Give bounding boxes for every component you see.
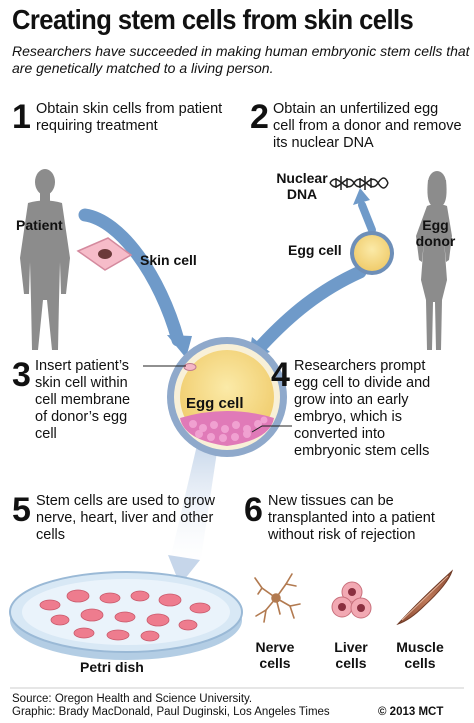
step-3-number: 3 <box>12 356 31 394</box>
liver-cells-shape <box>331 581 372 619</box>
patient-silhouette <box>20 169 70 350</box>
arrow-donor-to-egg <box>255 265 367 352</box>
arrow-egg-to-dna <box>358 201 376 234</box>
step-4-number: 4 <box>271 356 290 394</box>
step-1-number: 1 <box>12 98 31 136</box>
liver-cells-label: Liver cells <box>334 639 368 671</box>
nerve-cells-label: Nerve cells <box>255 639 295 671</box>
leader-step4 <box>251 425 292 433</box>
nerve-cell-shape <box>254 573 301 623</box>
step-3-text: Insert patient’s skin cell within cell m… <box>35 358 131 442</box>
step-2-text: Obtain an unfertilized egg cell from a d… <box>273 101 462 151</box>
step-2-number: 2 <box>250 98 269 136</box>
egg-cell-small-label: Egg cell <box>288 242 342 258</box>
egg-donor-label: Egg donor <box>415 217 456 249</box>
page-title: Creating stem cells from skin cells <box>12 4 414 35</box>
big-egg-cell <box>167 337 287 457</box>
footer-copyright: © 2013 MCT <box>378 706 444 718</box>
petri-dish-shape <box>9 571 243 660</box>
step-5-number: 5 <box>12 491 31 529</box>
footer-graphic: Graphic: Brady MacDonald, Paul Duginski,… <box>12 706 330 718</box>
patient-label: Patient <box>16 217 63 233</box>
donor-egg-cell <box>350 231 394 275</box>
step-1-text: Obtain skin cells from patient requiring… <box>36 101 223 134</box>
petri-dish-label: Petri dish <box>80 659 144 675</box>
subtitle: Researchers have succeeded in making hum… <box>12 43 470 76</box>
egg-donor-silhouette <box>416 171 452 350</box>
dna-helix-shape <box>329 176 389 190</box>
egg-cell-big-label: Egg cell <box>186 395 244 412</box>
nuclear-dna-label: Nuclear DNA <box>276 170 328 202</box>
skin-cell-label: Skin cell <box>140 252 197 268</box>
step-4-text: Researchers prompt egg cell to divide an… <box>294 358 431 459</box>
muscle-cells-label: Muscle cells <box>396 639 444 671</box>
arrow-patient-to-egg <box>78 208 185 347</box>
beam-to-petri <box>170 445 218 565</box>
step-5-text: Stem cells are used to grow nerve, heart… <box>36 493 215 543</box>
step-6-text: New tissues can be transplanted into a p… <box>268 493 435 543</box>
muscle-cell-shape <box>396 569 454 626</box>
footer-source: Source: Oregon Health and Science Univer… <box>12 693 253 705</box>
step-6-number: 6 <box>244 491 263 529</box>
skin-cell-shape <box>76 237 133 271</box>
